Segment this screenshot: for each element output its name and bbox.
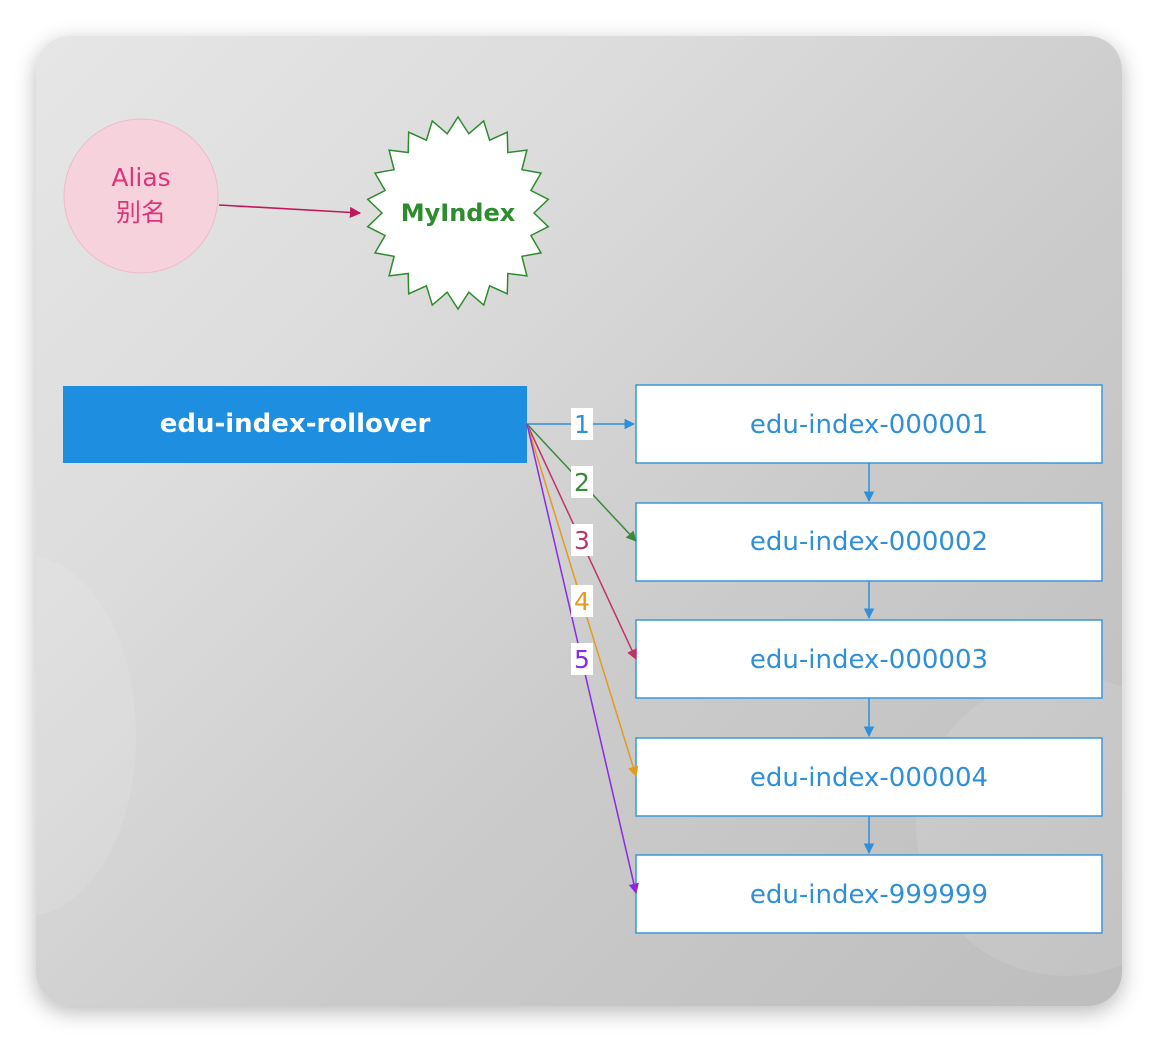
step-label-text: 1 bbox=[574, 410, 590, 439]
step-label-bg bbox=[571, 524, 593, 556]
step-label-text: 5 bbox=[574, 645, 590, 674]
alias-circle bbox=[63, 118, 219, 274]
index-node-1: edu-index-000001 bbox=[635, 384, 1103, 464]
index-label: edu-index-999999 bbox=[750, 880, 988, 910]
alias-label: Alias bbox=[111, 163, 170, 192]
step-label-bg bbox=[571, 466, 593, 498]
index-label: edu-index-000001 bbox=[750, 410, 988, 440]
index-box bbox=[635, 384, 1103, 464]
step-label-bg bbox=[571, 643, 593, 675]
index-node-4: edu-index-000004 bbox=[635, 737, 1103, 817]
step-label-2: 2 bbox=[571, 466, 593, 498]
step-label-text: 4 bbox=[574, 587, 590, 616]
step-label-bg bbox=[571, 585, 593, 617]
index-node-5: edu-index-999999 bbox=[635, 854, 1103, 934]
index-node-3: edu-index-000003 bbox=[635, 619, 1103, 699]
alias-node: Alias 别名 bbox=[63, 118, 219, 274]
rollover-box bbox=[63, 386, 527, 463]
index-label: edu-index-000004 bbox=[750, 763, 988, 793]
index-label: edu-index-000002 bbox=[750, 527, 988, 557]
step-label-text: 3 bbox=[574, 526, 590, 555]
index-box bbox=[635, 737, 1103, 817]
step-label-bg bbox=[571, 408, 593, 440]
myindex-label: MyIndex bbox=[401, 199, 516, 227]
alias-label-cn: 别名 bbox=[116, 198, 166, 227]
index-node-2: edu-index-000002 bbox=[635, 502, 1103, 582]
step-label-text: 2 bbox=[574, 468, 590, 497]
index-box bbox=[635, 502, 1103, 582]
index-label: edu-index-000003 bbox=[750, 645, 988, 675]
step-label-1: 1 bbox=[571, 408, 593, 440]
step-label-4: 4 bbox=[571, 585, 593, 617]
index-box bbox=[635, 854, 1103, 934]
index-box bbox=[635, 619, 1103, 699]
myindex-node: MyIndex bbox=[366, 115, 550, 311]
alias-arrow bbox=[218, 204, 362, 219]
rollover-label: edu-index-rollover bbox=[160, 409, 431, 439]
rollover-node: edu-index-rollover bbox=[63, 386, 527, 463]
step-label-3: 3 bbox=[571, 524, 593, 556]
myindex-starburst bbox=[366, 115, 550, 311]
step-label-5: 5 bbox=[571, 643, 593, 675]
